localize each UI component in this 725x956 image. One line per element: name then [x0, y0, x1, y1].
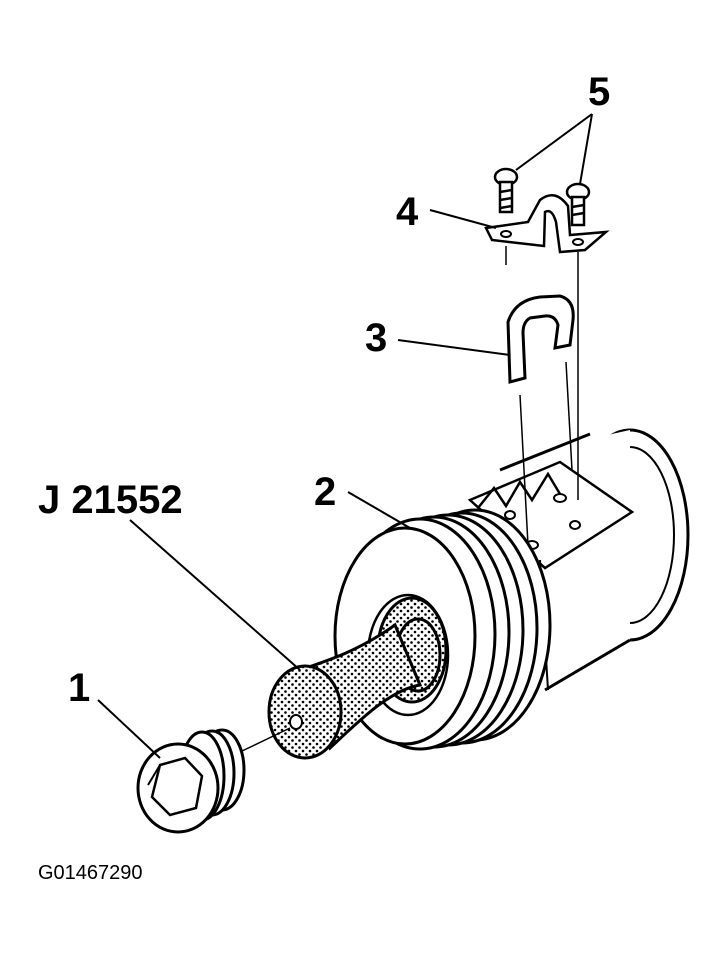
callout-5: 5 [588, 70, 611, 114]
plug-part-1 [136, 728, 246, 834]
callout-3: 3 [365, 316, 388, 360]
figure-id: G01467290 [38, 862, 143, 884]
callout-4: 4 [396, 190, 419, 234]
bracket-part-3 [506, 294, 575, 384]
assembly-lines [239, 246, 579, 753]
leader-lines [97, 113, 593, 759]
screws-part-5 [493, 167, 591, 227]
clamp-part-4 [484, 193, 610, 254]
callout-2: 2 [314, 470, 337, 514]
tool-j21552 [267, 596, 448, 760]
callout-tool-j21552: J 21552 [38, 478, 183, 522]
callout-1: 1 [68, 666, 91, 710]
